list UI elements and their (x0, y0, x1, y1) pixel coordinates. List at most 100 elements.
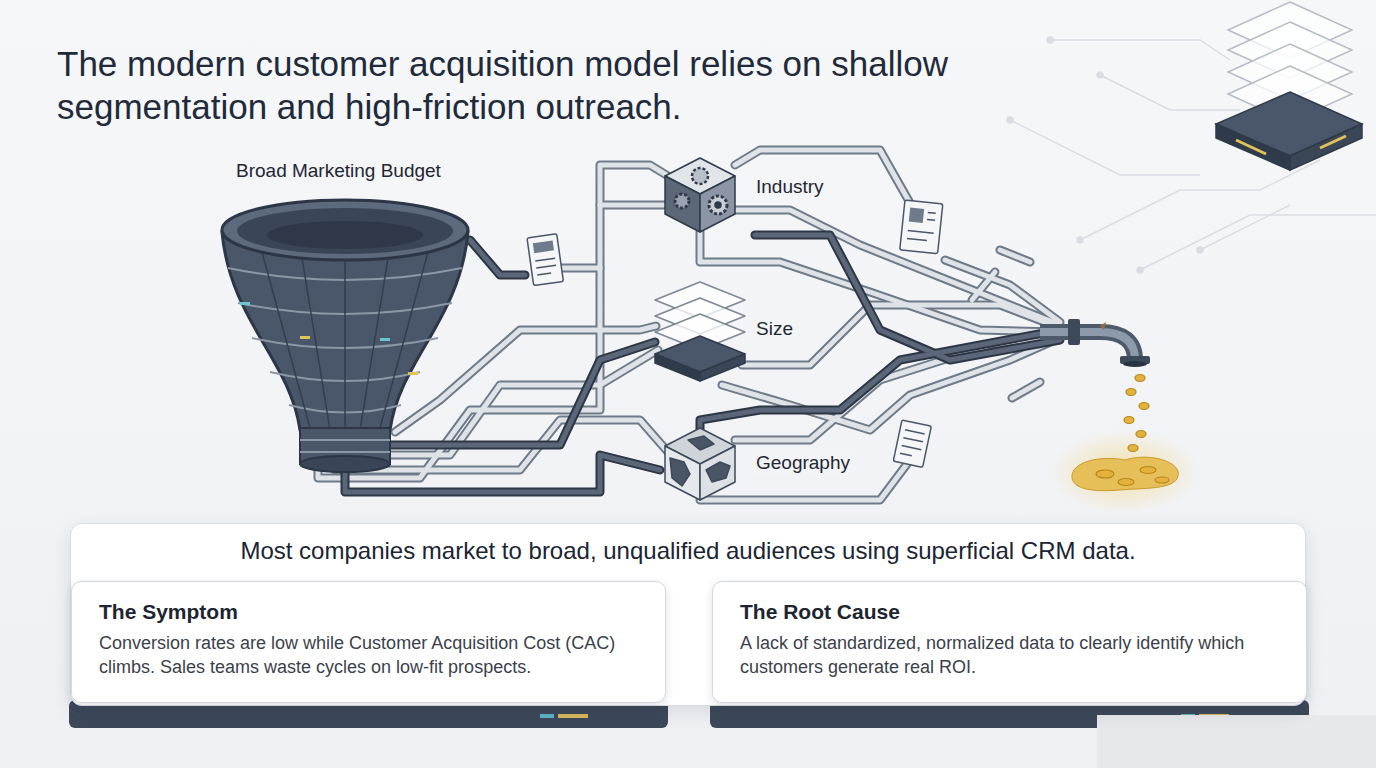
leaking-coins (1050, 375, 1200, 515)
document-icon (533, 240, 554, 253)
broken-pipe-end (1040, 332, 1135, 360)
marketing-funnel (380, 252, 428, 428)
geography-cube-icon (688, 436, 714, 450)
circuit-decoration (1200, 205, 1290, 250)
stacked-layers-icon (1236, 140, 1266, 154)
size-layers-icon (700, 354, 745, 381)
industry-cube-icon (715, 202, 721, 208)
industry-cube-icon (709, 196, 727, 214)
marketing-funnel (380, 338, 390, 341)
leaking-coins (1128, 445, 1138, 452)
leaking-coins (1140, 467, 1156, 474)
leaking-coins (1118, 479, 1134, 486)
circuit-decoration (1140, 215, 1376, 270)
segment-label: Industry (753, 176, 827, 198)
circuit-decoration (1010, 120, 1200, 175)
circuit-decoration (1050, 40, 1230, 60)
document-icon (527, 200, 943, 467)
marketing-funnel (408, 372, 418, 375)
leaking-coins (1124, 417, 1134, 424)
marketing-funnel (300, 456, 390, 472)
industry-cube-icon (675, 194, 689, 208)
summary-panel: Most companies market to broad, unqualif… (70, 523, 1306, 706)
leaking-coins (1072, 457, 1178, 491)
document-icon (900, 200, 943, 254)
broken-pipe-end (1100, 322, 1106, 330)
body-text: Conversion rates are low while Customer … (99, 631, 639, 680)
stacked-layers-icon (1216, 2, 1362, 170)
circuit-decoration (1100, 75, 1240, 110)
document-icon (893, 420, 931, 467)
leaking-coins (1050, 430, 1200, 514)
card-heading: The Symptom (99, 600, 639, 624)
geography-cube-icon (665, 446, 700, 500)
circuit-decoration (1197, 247, 1203, 253)
marketing-funnel (262, 252, 310, 428)
segment-label: Geography (753, 452, 853, 474)
leaking-coins (1096, 470, 1114, 478)
document-icon (527, 234, 563, 286)
industry-cube-icon (692, 168, 708, 184)
size-layers-icon (655, 282, 745, 381)
card-heading: The Root Cause (740, 600, 1280, 624)
marketing-funnel (240, 302, 250, 305)
leaking-coins (1096, 375, 1169, 486)
geography-cube-icon (706, 462, 730, 482)
broken-pipe-end (1040, 332, 1135, 360)
geography-cube-icon (670, 458, 690, 486)
marketing-funnel (237, 208, 453, 254)
circuit-decoration (1080, 160, 1320, 240)
circuit-decoration (1007, 117, 1013, 123)
document-icon (903, 438, 923, 442)
stacked-layers-icon (1290, 124, 1362, 170)
marketing-funnel (300, 451, 390, 453)
marketing-funnel (302, 258, 330, 430)
leaking-coins (1155, 477, 1169, 483)
broken-pipe-end (1040, 319, 1150, 367)
info-card: The SymptomConversion rates are low whil… (71, 581, 666, 703)
industry-cube-icon (665, 176, 700, 232)
industry-cube-icon (700, 176, 735, 232)
marketing-funnel (344, 260, 346, 432)
circuit-decoration (1047, 37, 1053, 43)
circuit-decoration (1007, 37, 1376, 273)
document-icon (900, 200, 943, 254)
marketing-funnel (267, 221, 423, 249)
document-icon (908, 230, 934, 233)
marketing-funnel (300, 439, 390, 441)
slide-title: The modern customer acquisition model re… (57, 43, 957, 128)
broken-pipe-end (1123, 361, 1147, 367)
document-icon (909, 208, 924, 223)
stacked-layers-icon (1320, 136, 1346, 148)
document-icon (537, 273, 551, 275)
marketing-funnel (262, 252, 428, 432)
document-icon (536, 265, 556, 268)
document-icon (928, 212, 936, 214)
card-base (540, 714, 554, 718)
broken-pipe-end (1068, 319, 1080, 345)
document-icon (907, 238, 927, 240)
document-icon (902, 445, 922, 449)
geography-cube-icon (700, 446, 735, 500)
document-icon (927, 219, 935, 221)
industry-cube-icon (665, 158, 735, 232)
marketing-funnel (360, 258, 388, 430)
document-icon (535, 258, 555, 261)
document-icon (527, 234, 563, 286)
leaking-coins (1139, 403, 1149, 410)
segment-label: Size (753, 318, 796, 340)
marketing-funnel (222, 200, 468, 472)
corner-block (1097, 715, 1376, 768)
leaking-coins (1126, 389, 1136, 396)
leaking-coins (1136, 431, 1146, 438)
geography-cube-icon (665, 428, 735, 500)
document-icon (905, 430, 925, 434)
document-icon (893, 420, 931, 467)
body-text: A lack of standardized, normalized data … (740, 631, 1280, 680)
circuit-decoration (1077, 237, 1083, 243)
info-card: The Root Cause A lack of standardized, no… (712, 581, 1307, 703)
panel-heading: Most companies market to broad, unqualif… (71, 524, 1305, 565)
card-base (558, 714, 588, 718)
document-icon (900, 453, 912, 455)
